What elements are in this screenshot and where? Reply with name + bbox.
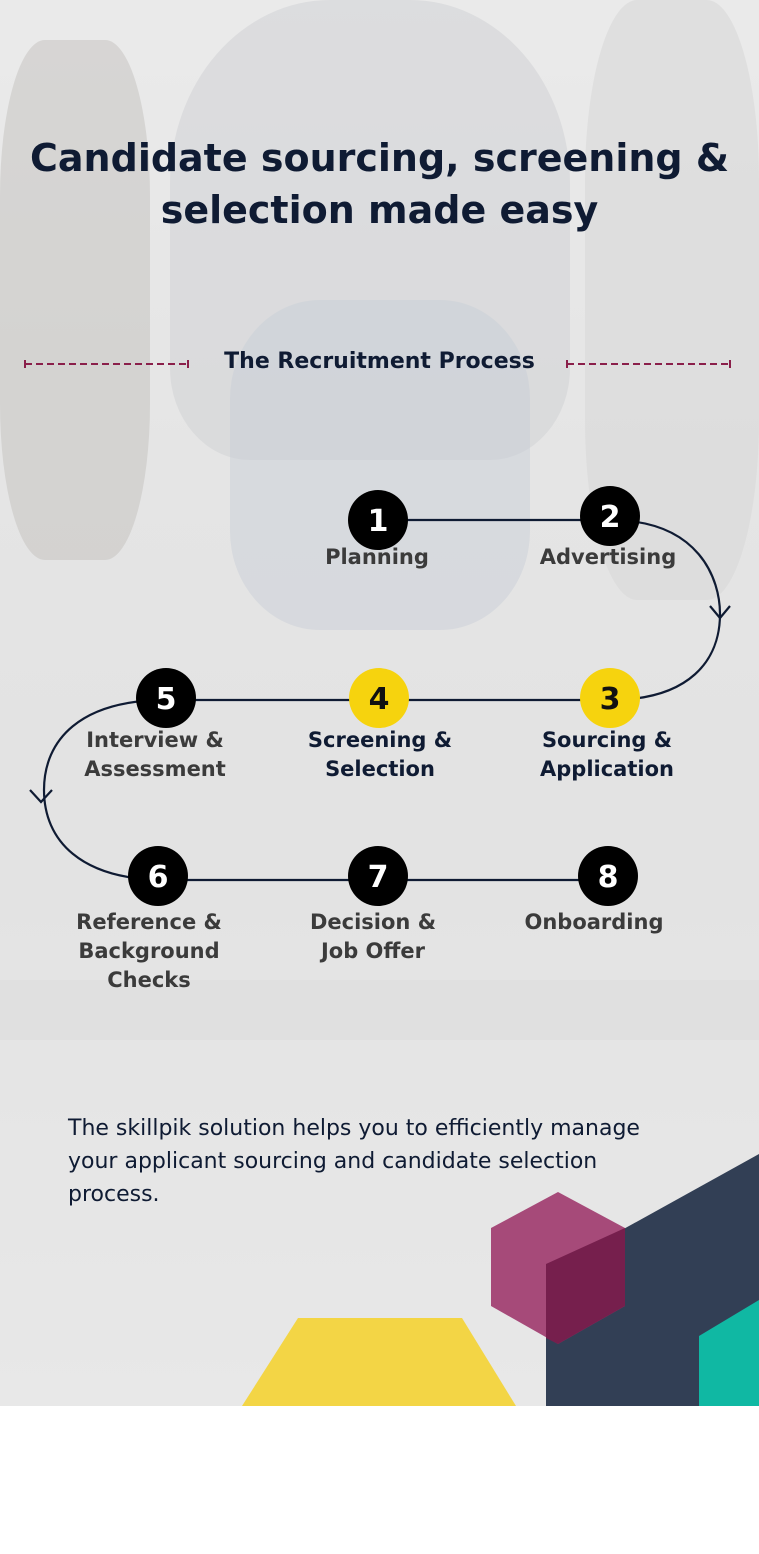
step-1-label: Planning (325, 545, 429, 569)
section-label: The Recruitment Process (0, 346, 759, 378)
step-6-label: Reference & Background Checks (76, 910, 222, 992)
arrow-right-icon (709, 605, 731, 620)
step-2-circle (580, 486, 640, 546)
step-3-number: 3 (600, 682, 621, 717)
photo-person-left (0, 40, 150, 560)
step-4-number: 4 (369, 682, 390, 717)
step-4-circle (349, 668, 409, 728)
step-5-number: 5 (156, 682, 177, 717)
hero-background (0, 0, 759, 1406)
yellow-trapezoid (242, 1318, 516, 1406)
step-6-number: 6 (148, 860, 169, 895)
arrow-left-icon (29, 789, 53, 804)
solution-description: The skillpik solution helps you to effic… (68, 1116, 640, 1207)
headline: Candidate sourcing, screening & selectio… (30, 136, 729, 232)
photo-person-center (170, 0, 570, 460)
decorative-shapes (242, 1154, 759, 1406)
step-8-number: 8 (598, 860, 619, 895)
step-1-number: 1 (368, 504, 389, 539)
process-flow: 1 2 3 4 5 6 7 8 (29, 486, 731, 906)
section-label-text: The Recruitment Process (224, 349, 535, 374)
step-5-circle (136, 668, 196, 728)
teal-panel (699, 1300, 759, 1406)
step-8-label: Onboarding (524, 910, 664, 934)
photo-tablet-lap (230, 300, 530, 630)
step-7-number: 7 (368, 860, 389, 895)
step-7-label: Decision & Job Offer (309, 910, 437, 963)
step-8-circle (578, 846, 638, 906)
step-6-circle (128, 846, 188, 906)
step-5-label: Interview & Assessment (84, 728, 226, 781)
step-2-label: Advertising (539, 545, 677, 569)
step-3-label: Sourcing & Application (540, 728, 674, 781)
step-2-number: 2 (600, 500, 621, 535)
step-7-circle (348, 846, 408, 906)
step-1-circle (348, 490, 408, 550)
magenta-hexagon-overlap (546, 1228, 625, 1344)
step-4-label: Screening & Selection (307, 728, 453, 781)
dash-line-right (566, 360, 731, 368)
photo-floor (0, 980, 759, 1040)
step-3-circle (580, 668, 640, 728)
dash-line-left (24, 360, 189, 368)
